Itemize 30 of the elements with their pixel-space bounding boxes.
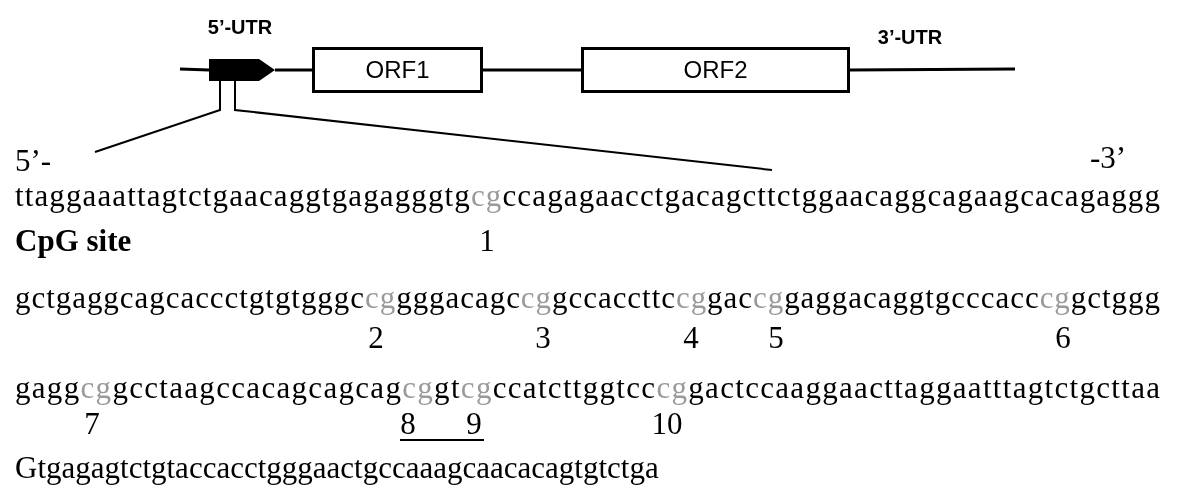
orf-label: ORF2: [683, 56, 748, 84]
orf-label: ORF1: [365, 56, 430, 84]
site-number: 6: [1055, 322, 1071, 353]
orf-box: [581, 47, 850, 93]
backbone-line: [275, 68, 312, 72]
sequence-text: gaggcggcctaagccacagcagcagcggtcgccatcttggtcccggactccaaggaacttaggaatttagtctgcttaa: [15, 372, 1162, 403]
end-label: 5’-: [15, 145, 52, 176]
site-number: 10: [651, 408, 683, 439]
region-label: 3’-UTR: [877, 27, 943, 47]
site-number: 3: [535, 322, 551, 353]
backbone-line: [850, 67, 1015, 72]
region-label: 5’-UTR: [207, 17, 273, 37]
backbone-line: [483, 68, 581, 72]
zoom-line: [234, 80, 773, 171]
orf-box: [312, 47, 483, 93]
sequence-text: ttaggaaattagtctgaacaggtgagagggtgcgccagagaacctgacagcttctggaacaggcagaagcacagaggg: [15, 180, 1162, 211]
backbone-line: [179, 67, 210, 72]
cpg-site-label: CpG site: [15, 225, 132, 256]
sequence-text: Gtgagagtctgtaccacctgggaactgccaaagcaacacagtgtctga: [15, 452, 659, 483]
site-number: 9: [466, 408, 482, 439]
zoom-line: [94, 80, 221, 153]
site-number: 1: [479, 225, 495, 256]
site-number: 2: [368, 322, 384, 353]
site-number: 5: [768, 322, 784, 353]
site-number: 4: [683, 322, 699, 353]
sequence-text: gctgaggcagcaccctgtgtgggccggggacagccggccaccttccggaccggaggacaggtgcccacccggctggg: [15, 282, 1161, 313]
site-number: 8: [400, 408, 416, 439]
utr-arrow-shape: [209, 59, 275, 81]
end-label: -3’: [1090, 142, 1127, 173]
site-number: 7: [84, 408, 100, 439]
